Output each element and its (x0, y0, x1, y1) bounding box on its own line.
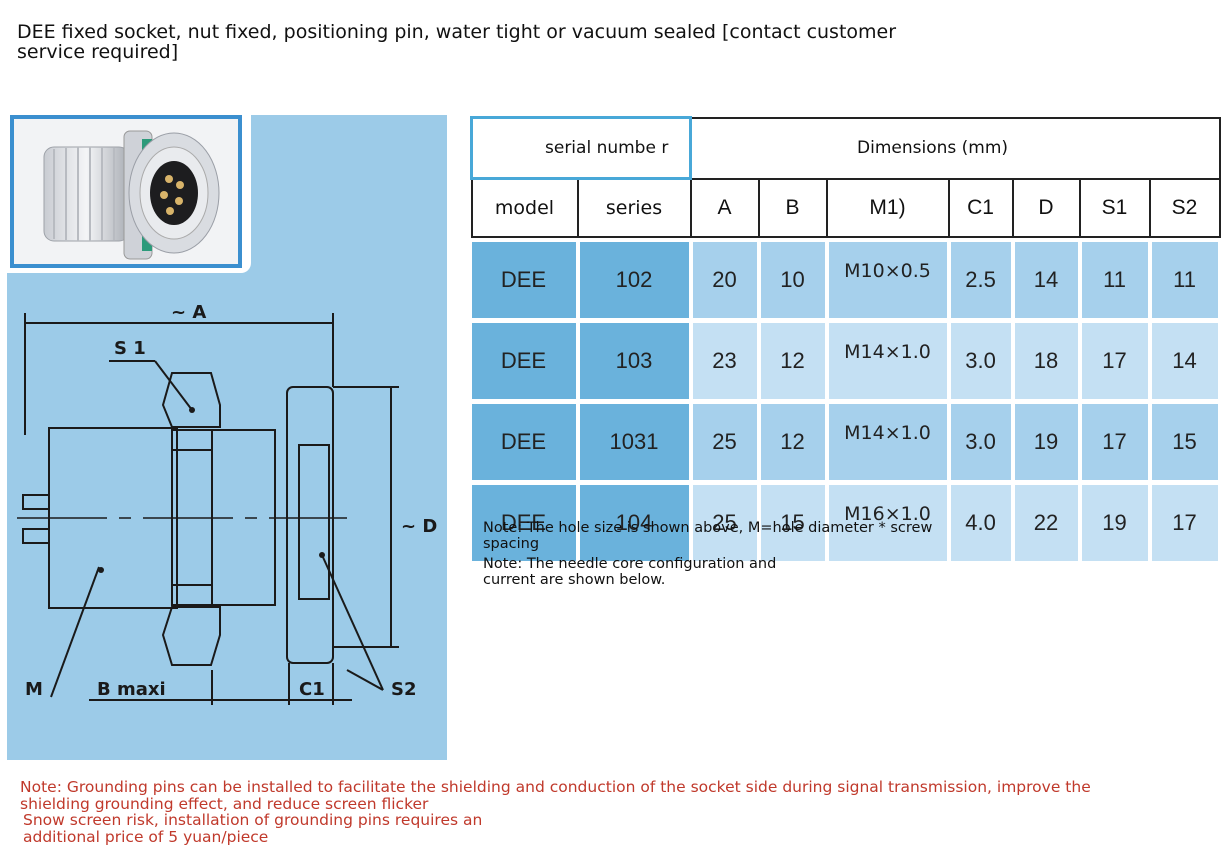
note-hole-size: Note: The hole size is shown above, M=ho… (483, 520, 933, 552)
cell-m: M14×1.0 (826, 320, 951, 404)
dimensions-table: serial numbe r Dimensions (mm) model ser… (469, 116, 1222, 566)
pin-lower (22, 528, 50, 544)
label-s2: S2 (391, 679, 417, 700)
grounding-pin-note: Note: Grounding pins can be installed to… (20, 778, 1091, 813)
label-c1: C1 (299, 679, 325, 700)
cell-model: DEE (471, 320, 580, 404)
label-d: ~ D (401, 516, 437, 537)
col-header-m: M1) (825, 177, 950, 238)
cell-model: DEE (471, 401, 580, 485)
socket-photo-illustration (43, 130, 220, 260)
col-header-s1: S1 (1078, 177, 1151, 238)
product-photo (10, 115, 242, 268)
cell-c1: 3.0 (948, 401, 1015, 485)
cell-d: 19 (1012, 401, 1082, 485)
pin-upper (22, 494, 50, 510)
cell-m: M10×0.5 (826, 242, 951, 323)
table-row: DEE 102 20 10 M10×0.5 2.5 14 11 11 (471, 242, 1222, 323)
serial-number-header: serial numbe r (469, 116, 693, 180)
cell-s2: 11 (1149, 242, 1222, 323)
cell-s2: 17 (1149, 482, 1222, 566)
header-row-top: serial numbe r Dimensions (mm) (469, 116, 1221, 180)
cell-series: 1031 (577, 401, 693, 485)
cell-model: DEE (471, 482, 580, 566)
drawing-panel: ~ A S 1 ~ D M B maxi C1 S2 (7, 115, 447, 760)
cell-s2: 14 (1149, 320, 1222, 404)
table-row: DEE 1031 25 12 M14×1.0 3.0 19 17 15 (471, 401, 1222, 485)
col-header-s2: S2 (1148, 177, 1221, 238)
cell-a: 23 (690, 320, 761, 404)
cell-c1: 3.0 (948, 320, 1015, 404)
col-header-series: series (576, 177, 692, 238)
cell-s1: 19 (1079, 482, 1152, 566)
cell-b: 15 (758, 482, 829, 566)
nut-top (161, 372, 221, 428)
col-header-b: B (757, 177, 828, 238)
cell-d: 14 (1012, 242, 1082, 323)
label-m: M (25, 679, 43, 700)
grounding-pin-price-note: Snow screen risk, installation of ground… (23, 811, 483, 846)
label-a: ~ A (171, 302, 206, 323)
cell-s1: 11 (1079, 242, 1152, 323)
cell-m: M16×1.0 (826, 482, 951, 566)
label-s1: S 1 (114, 338, 146, 359)
cell-a: 25 (690, 482, 761, 566)
col-header-c1: C1 (947, 177, 1014, 238)
cell-model: DEE (471, 242, 580, 323)
cell-series: 104 (577, 482, 693, 566)
cell-a: 25 (690, 401, 761, 485)
cell-d: 18 (1012, 320, 1082, 404)
cell-d: 22 (1012, 482, 1082, 566)
cell-b: 12 (758, 320, 829, 404)
cell-s2: 15 (1149, 401, 1222, 485)
nut-bottom (161, 606, 221, 666)
cell-s1: 17 (1079, 320, 1152, 404)
flange (286, 386, 334, 664)
cell-s1: 17 (1079, 401, 1152, 485)
col-header-d: D (1011, 177, 1081, 238)
label-b: B maxi (97, 679, 166, 700)
note-needle-core: Note: The needle core configuration and … (483, 556, 777, 588)
cell-series: 103 (577, 320, 693, 404)
cell-c1: 2.5 (948, 242, 1015, 323)
table-row: DEE 103 23 12 M14×1.0 3.0 18 17 14 (471, 320, 1222, 404)
technical-drawing: ~ A S 1 ~ D M B maxi C1 S2 (17, 302, 437, 705)
cell-series: 102 (577, 242, 693, 323)
cell-a: 20 (690, 242, 761, 323)
table-row: DEE 104 25 15 M16×1.0 4.0 22 19 17 (471, 482, 1222, 566)
col-header-a: A (689, 177, 760, 238)
col-header-model: model (470, 177, 579, 238)
cell-b: 10 (758, 242, 829, 323)
dimensions-header: Dimensions (mm) (689, 116, 1221, 180)
page-title: DEE fixed socket, nut fixed, positioning… (17, 21, 897, 63)
dimensions-table-wrap: serial numbe r Dimensions (mm) model ser… (469, 116, 1222, 566)
cell-b: 12 (758, 401, 829, 485)
cell-c1: 4.0 (948, 482, 1015, 566)
cell-m: M14×1.0 (826, 401, 951, 485)
header-row-columns: model series A B M1) C1 D S1 S2 (470, 177, 1221, 238)
